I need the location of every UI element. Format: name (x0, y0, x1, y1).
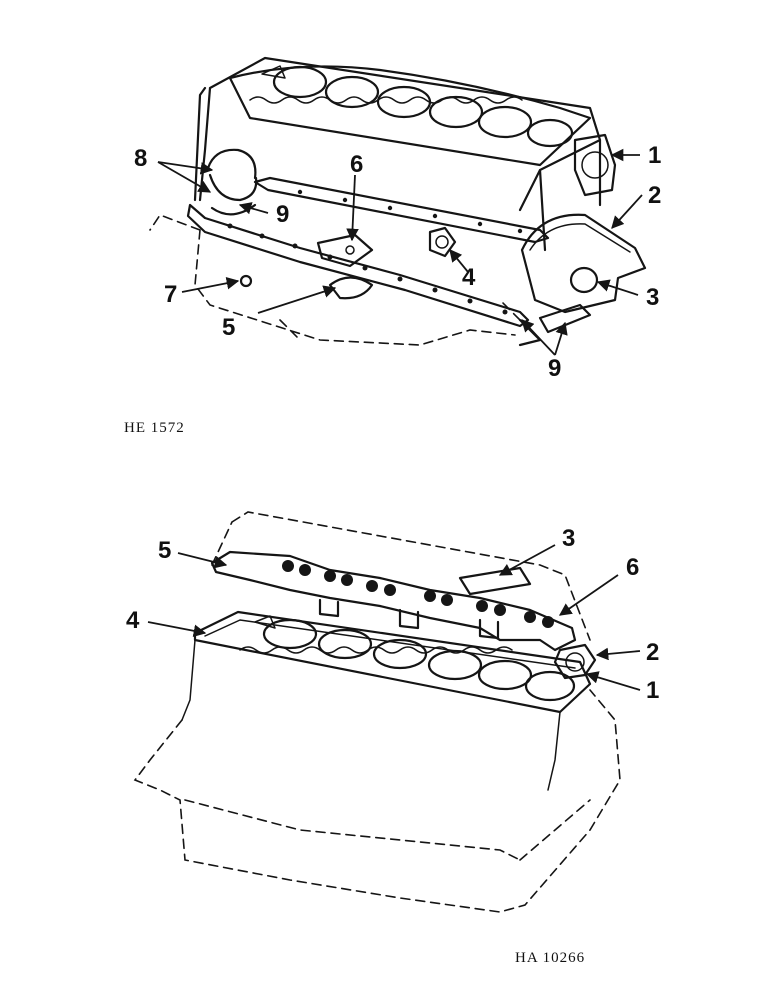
callout-9a: 9 (276, 201, 289, 228)
callout-b3: 3 (562, 525, 575, 552)
oil-pump-gasket (316, 233, 374, 268)
head-gasket (193, 610, 592, 714)
block-below (181, 639, 561, 791)
fuel-pump-gasket (428, 226, 457, 258)
figure-code-bottom: HA 10266 (515, 950, 585, 966)
callout-b5: 5 (158, 537, 171, 564)
block-lower-outline (149, 214, 521, 346)
callout-b1: 1 (646, 677, 659, 704)
water-outlet-gasket (553, 643, 597, 680)
water-pump-gasket (573, 133, 617, 197)
callout-4: 4 (462, 264, 476, 291)
callout-6: 6 (350, 151, 363, 178)
front-crank-seal (569, 266, 599, 294)
leader-lines (157, 148, 643, 356)
valve-cover-gasket (210, 550, 577, 652)
block-outline (193, 56, 602, 347)
callout-b4: 4 (126, 607, 140, 634)
callout-b6: 6 (626, 554, 639, 581)
callout-1: 1 (648, 142, 661, 169)
leader-lines-bottom (147, 544, 641, 691)
plug (239, 274, 253, 288)
cylinder-bores (228, 65, 592, 167)
callout-5: 5 (222, 314, 235, 341)
callout-2: 2 (648, 182, 661, 209)
callout-b2: 2 (646, 639, 659, 666)
oil-pickup-seal (328, 276, 374, 300)
figure-code-top: HE 1572 (124, 420, 185, 436)
callout-7: 7 (164, 281, 177, 308)
figure-1-engine-block-lower: 1 2 3 4 5 6 7 8 9 9 HE 1572 (124, 56, 661, 436)
figure-2-cylinder-head: 3 6 5 4 2 1 HA 10266 (126, 511, 659, 966)
callout-9b: 9 (548, 355, 561, 382)
rear-main-seals (206, 148, 258, 216)
block-below-dashed (133, 689, 621, 913)
callout-3: 3 (646, 284, 659, 311)
thermostat-gasket (458, 566, 532, 596)
callout-8: 8 (134, 145, 147, 172)
timing-cover-gasket (520, 213, 647, 334)
